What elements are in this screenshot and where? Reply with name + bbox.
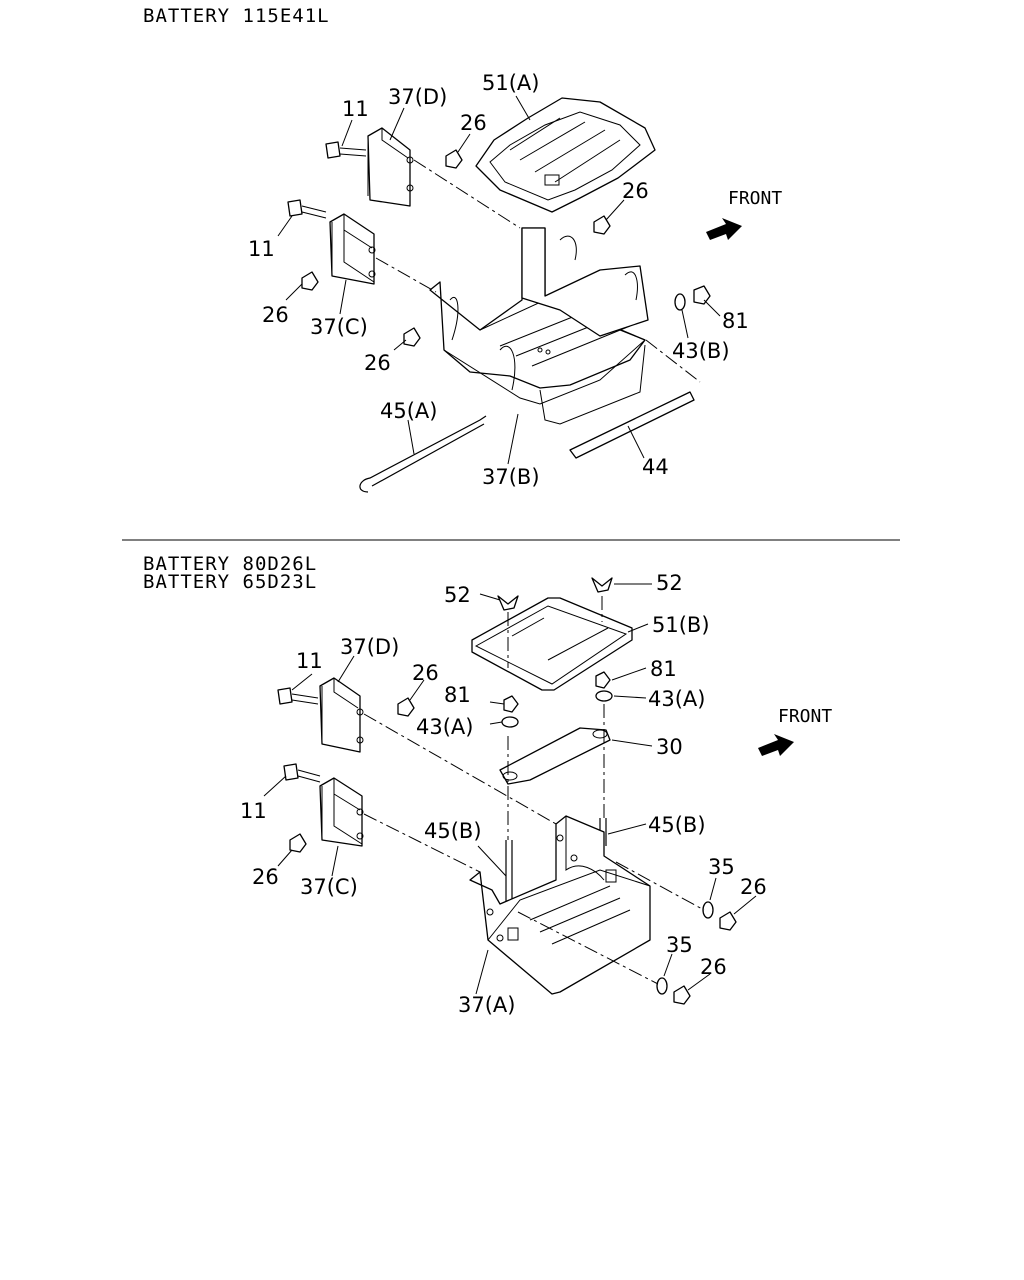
callout-45b: 45(B) bbox=[648, 813, 706, 837]
callout-26: 26 bbox=[622, 179, 649, 203]
header-top: BATTERY 115E41L bbox=[143, 5, 330, 27]
washer-43b bbox=[674, 293, 686, 311]
nut-26-top-a bbox=[445, 149, 463, 169]
wing-nut-52-right bbox=[591, 577, 613, 593]
callout-11: 11 bbox=[342, 97, 369, 121]
callout-37c: 37(C) bbox=[310, 315, 368, 339]
callout-52: 52 bbox=[656, 571, 683, 595]
assembly-line bbox=[363, 813, 481, 873]
assembly-line bbox=[413, 159, 521, 229]
assembly-line bbox=[645, 339, 701, 383]
nut-26-bottom-a bbox=[397, 697, 415, 717]
callout-37d: 37(D) bbox=[388, 85, 447, 109]
washer-43a-right bbox=[595, 690, 613, 702]
clamp-37d-bottom bbox=[319, 677, 364, 753]
header-bottom-1: BATTERY 80D26L bbox=[143, 553, 317, 575]
callout-81: 81 bbox=[444, 683, 471, 707]
callout-51b: 51(B) bbox=[652, 613, 710, 637]
callout-37c: 37(C) bbox=[300, 875, 358, 899]
clamp-37c-top bbox=[329, 213, 376, 285]
nut-81-left bbox=[503, 695, 519, 713]
callout-45b: 45(B) bbox=[424, 819, 482, 843]
callout-81: 81 bbox=[722, 309, 749, 333]
nut-26-top-d bbox=[403, 327, 421, 347]
front-label-bottom: FRONT bbox=[778, 706, 832, 727]
nut-81-right bbox=[595, 671, 611, 689]
bolt-11-top-a bbox=[325, 141, 367, 159]
front-label-top: FRONT bbox=[728, 188, 782, 209]
callout-26: 26 bbox=[252, 865, 279, 889]
callout-30: 30 bbox=[656, 735, 683, 759]
nut-26-bottom-b bbox=[289, 833, 307, 853]
nut-26-bottom-c bbox=[719, 911, 737, 931]
callout-11: 11 bbox=[248, 237, 275, 261]
front-arrow-top bbox=[706, 218, 742, 240]
rod-45b-left bbox=[505, 840, 513, 906]
callout-11: 11 bbox=[240, 799, 267, 823]
callout-37a: 37(A) bbox=[458, 993, 515, 1017]
assembly-line bbox=[375, 257, 437, 293]
wing-nut-52-left bbox=[497, 595, 519, 611]
callout-35: 35 bbox=[666, 933, 693, 957]
callout-52: 52 bbox=[444, 583, 471, 607]
washer-35-upper bbox=[702, 901, 714, 919]
clamp-37d-top bbox=[367, 127, 414, 207]
callout-26: 26 bbox=[460, 111, 487, 135]
battery-tray-37a bbox=[469, 815, 651, 995]
callout-51a: 51(A) bbox=[482, 71, 539, 95]
callout-43a: 43(A) bbox=[648, 687, 705, 711]
front-arrow-bottom bbox=[758, 734, 794, 756]
bracket-30 bbox=[499, 727, 611, 785]
bolt-11-bottom-a bbox=[277, 687, 319, 705]
washer-35-lower bbox=[656, 977, 668, 995]
nut-26-top-c bbox=[301, 271, 319, 291]
callout-37b: 37(B) bbox=[482, 465, 540, 489]
callout-81: 81 bbox=[650, 657, 677, 681]
assembly-line bbox=[363, 713, 557, 825]
callout-26: 26 bbox=[262, 303, 289, 327]
callout-44: 44 bbox=[642, 455, 669, 479]
callout-26: 26 bbox=[740, 875, 767, 899]
leader-lines-bottom bbox=[263, 583, 757, 995]
callout-11: 11 bbox=[296, 649, 323, 673]
callout-26: 26 bbox=[364, 351, 391, 375]
washer-43a-left bbox=[501, 716, 519, 728]
battery-tray-top bbox=[429, 227, 649, 425]
clamp-37c-bottom bbox=[319, 777, 364, 847]
bolt-11-bottom-b bbox=[283, 763, 321, 783]
hook-rod-45a bbox=[359, 415, 487, 493]
callout-37d: 37(D) bbox=[340, 635, 399, 659]
bar-44 bbox=[569, 391, 695, 459]
callout-26: 26 bbox=[700, 955, 727, 979]
nut-26-top-b bbox=[593, 215, 611, 235]
battery-cover-51a bbox=[475, 97, 656, 213]
leader-lines-top bbox=[277, 95, 721, 465]
callout-26: 26 bbox=[412, 661, 439, 685]
callout-43a: 43(A) bbox=[416, 715, 473, 739]
assembly-line bbox=[517, 911, 659, 985]
bolt-11-top-b bbox=[287, 199, 327, 219]
callout-45a: 45(A) bbox=[380, 399, 437, 423]
assembly-line bbox=[615, 861, 705, 911]
callout-35: 35 bbox=[708, 855, 735, 879]
callout-43b: 43(B) bbox=[672, 339, 730, 363]
nut-81-top bbox=[693, 285, 711, 305]
battery-cover-51b bbox=[471, 597, 633, 691]
header-bottom-2: BATTERY 65D23L bbox=[143, 571, 317, 593]
nut-26-bottom-d bbox=[673, 985, 691, 1005]
